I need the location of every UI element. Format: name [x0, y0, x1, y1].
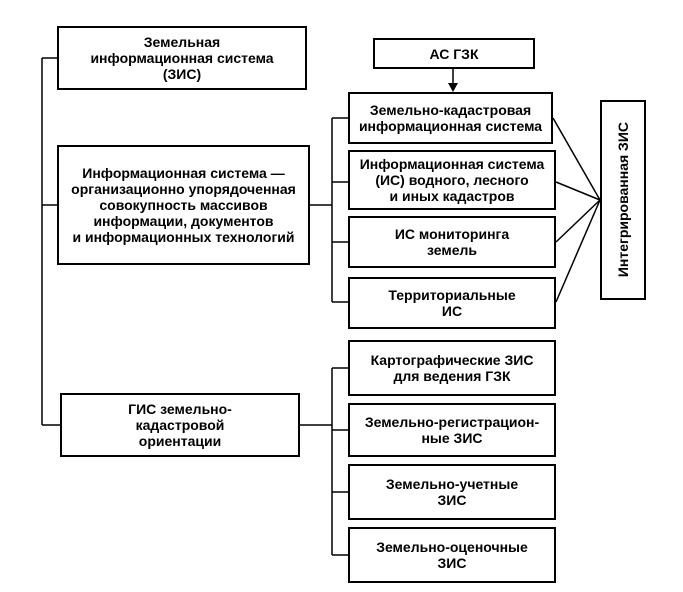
box-is-definition: Информационная система — организационно …: [57, 145, 310, 265]
box-registration: Земельно-регистрацион- ные ЗИС: [348, 403, 556, 457]
box-accounting: Земельно-учетные ЗИС: [348, 464, 556, 520]
box-integrated-zis: Интегрированная ЗИС: [600, 100, 646, 300]
box-valuation: Земельно-оценочные ЗИС: [348, 527, 556, 583]
conv-1: [552, 117, 601, 201]
box-zis: Земельная информационная система (ЗИС): [57, 26, 307, 90]
box-carto: Картографические ЗИС для ведения ГЗК: [348, 340, 556, 396]
box-gis: ГИС земельно- кадастровой ориентации: [60, 393, 300, 457]
box-zk-is: Земельно-кадастровая информационная сист…: [348, 92, 553, 144]
box-is-cadastres: Информационная система (ИС) водного, лес…: [348, 150, 556, 210]
box-is-monitoring: ИС мониторинга земель: [348, 216, 556, 268]
box-as-gzk: АС ГЗК: [373, 38, 535, 69]
conv-2: [555, 181, 601, 201]
arrow-head: [448, 83, 458, 92]
box-territorial: Территориальные ИС: [348, 277, 556, 329]
integrated-zis-label: Интегрированная ЗИС: [615, 122, 631, 278]
conv-4: [555, 199, 601, 303]
conv-3: [555, 199, 601, 243]
